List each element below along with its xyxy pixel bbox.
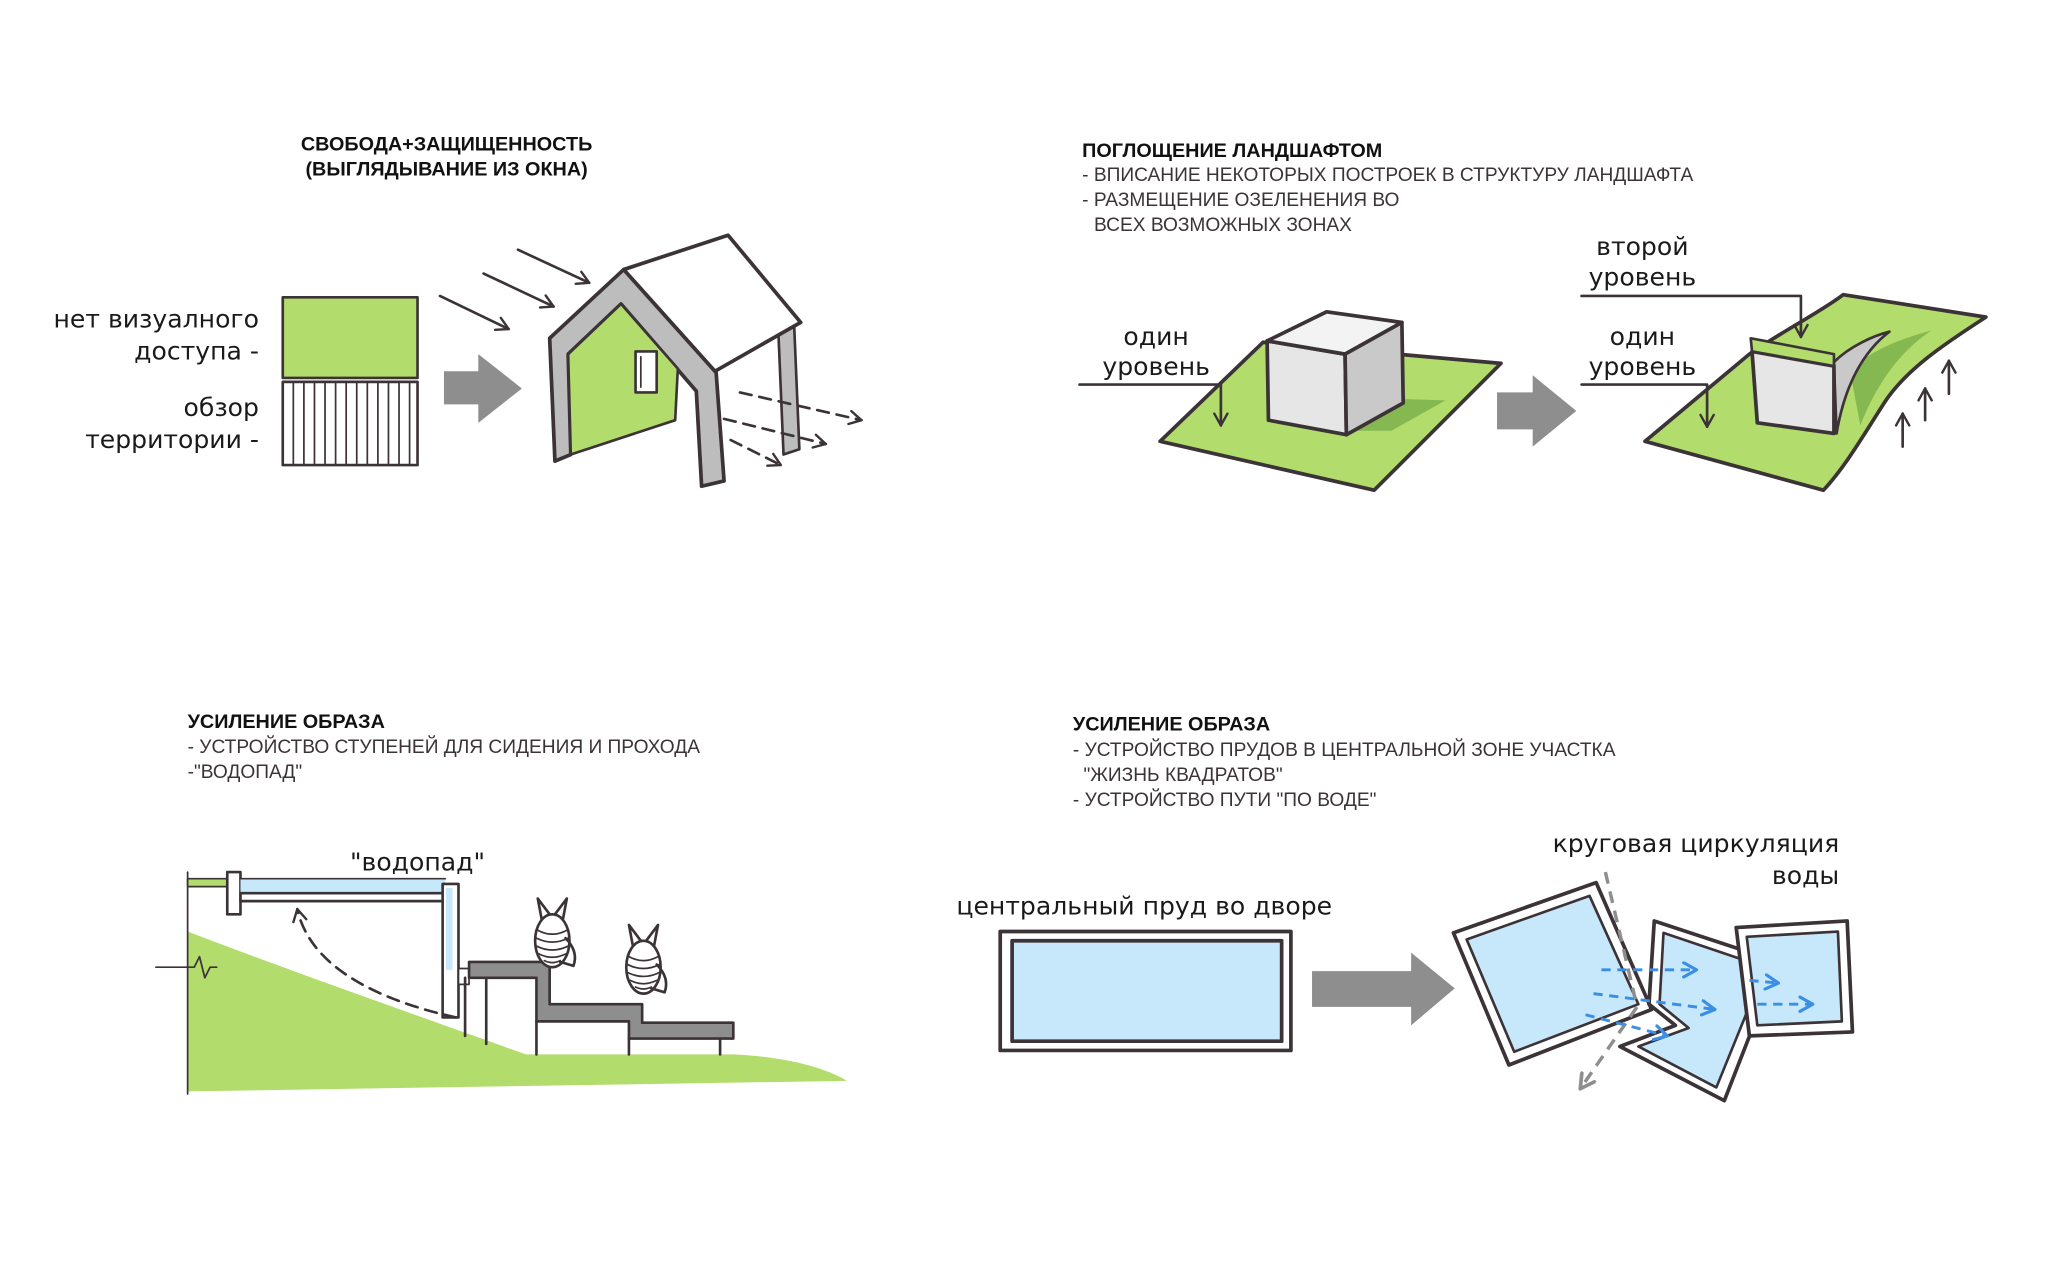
panel-landscape-point: - ВПИСАНИЕ НЕКОТОРЫХ ПОСТРОЕК В СТРУКТУР…	[1082, 165, 1693, 186]
incoming-view-arrow	[482, 272, 555, 309]
no-visual-access-label-line2: доступа -	[134, 336, 259, 365]
territory-view-label-line2: территории -	[85, 425, 259, 454]
second-level-label-line2: уровень	[1589, 262, 1697, 291]
pool-edge-post	[225, 870, 242, 916]
falling-water-strip	[445, 887, 453, 970]
panel-ponds-title: УСИЛЕНИЕ ОБРАЗА	[1073, 714, 1270, 736]
upper-ground-strip	[186, 877, 229, 888]
territory-view-label-line1: обзор	[184, 393, 259, 422]
waterfall-label: "водопад"	[350, 848, 485, 877]
panel-ponds-point: - УСТРОЙСТВО ПРУДОВ В ЦЕНТРАЛЬНОЙ ЗОНЕ У…	[1073, 739, 1616, 761]
panel-steps-point: -"ВОДОПАД"	[188, 762, 303, 783]
cube-shadow	[1347, 399, 1446, 431]
one-level-label-line2: уровень	[1102, 352, 1210, 381]
pool-bottom-slab	[239, 891, 447, 903]
central-pond-label: центральный пруд во дворе	[956, 891, 1332, 920]
large-square-pond-water	[1465, 894, 1640, 1054]
water-flow-arrow	[1593, 992, 1715, 1010]
incoming-view-arrow	[438, 294, 511, 332]
outgoing-view-arrow	[738, 391, 863, 426]
owl-figure	[533, 897, 577, 969]
building-cube-side	[1343, 320, 1406, 437]
owl-stripes	[626, 955, 661, 990]
one-level-label-line1: один	[1610, 322, 1675, 351]
panel-ponds-point: "ЖИЗНЬ КВАДРАТОВ"	[1083, 765, 1282, 786]
closed-wall-block	[281, 295, 419, 380]
transition-arrow-icon	[1497, 375, 1577, 447]
owl-ears	[536, 897, 569, 921]
building-cube-front	[1265, 339, 1349, 437]
water-flow-arrow	[1585, 1013, 1668, 1036]
slat-lines	[292, 382, 411, 466]
one-level-pointer	[1580, 383, 1715, 429]
gable-house-frame	[547, 233, 803, 489]
transition-arrow-icon	[443, 354, 522, 423]
one-level-label-line2: уровень	[1589, 352, 1697, 381]
seating-steps	[467, 960, 735, 1040]
panel-ponds: УСИЛЕНИЕ ОБРАЗА - УСТРОЙСТВО ПРУДОВ В ЦЕ…	[956, 714, 1855, 1103]
green-roof-band	[1749, 336, 1836, 368]
one-level-label-line1: один	[1123, 322, 1188, 351]
small-square-pond-water	[1745, 930, 1844, 1027]
owl-stripes	[535, 929, 570, 964]
house-window	[634, 350, 659, 394]
upper-pool-water	[240, 878, 446, 894]
central-pond-water	[1010, 938, 1284, 1044]
panel-freedom-title: СВОБОДА+ЗАЩИЩЕННОСТЬ	[301, 134, 592, 156]
front-gable-frame	[547, 267, 726, 489]
open-slatted-block	[281, 380, 419, 467]
panel-steps-point: - УСТРОЙСТВО СТУПЕНЕЙ ДЛЯ СИДЕНИЯ И ПРОХ…	[188, 736, 701, 758]
owl-body	[624, 939, 662, 995]
section-break-mark	[155, 955, 218, 979]
no-visual-access-label-line1: нет визуалного	[54, 305, 259, 334]
one-level-pointer	[1078, 383, 1229, 427]
sloped-ground-section	[187, 931, 847, 1092]
transition-arrow-icon	[1312, 952, 1455, 1026]
panel-landscape-point: ВСЕХ ВОЗМОЖНЫХ ЗОНАХ	[1094, 215, 1352, 236]
owl-body	[533, 913, 571, 969]
owl-wing	[650, 963, 668, 994]
panel-ponds-point: - УСТРОЙСТВО ПУТИ "ПО ВОДЕ"	[1073, 789, 1377, 811]
owl-ears	[627, 923, 660, 948]
curved-ramp-side	[1832, 330, 1891, 435]
panel-landscape-point: - РАЗМЕЩЕНИЕ ОЗЕЛЕНЕНИЯ ВО	[1082, 190, 1399, 211]
second-level-pointer	[1580, 294, 1809, 339]
panel-freedom-protection: СВОБОДА+ЗАЩИЩЕННОСТЬ (ВЫГЛЯДЫВАНИЕ ИЗ ОК…	[54, 134, 863, 489]
incoming-view-arrow	[516, 248, 591, 285]
panel-steps-title: УСИЛЕНИЕ ОБРАЗА	[188, 711, 385, 733]
circulation-label-line1: круговая циркуляция	[1553, 829, 1840, 858]
green-gable-wall	[566, 302, 680, 456]
water-return-arrow	[292, 907, 458, 1019]
ramp-shadow	[1849, 330, 1932, 426]
water-flow-arrow	[1749, 980, 1778, 983]
circulation-label-line2: воды	[1772, 861, 1839, 890]
panel-landscape-absorption: ПОГЛОЩЕНИЕ ЛАНДШАФТОМ - ВПИСАНИЕ НЕКОТОР…	[1078, 140, 1988, 493]
outgoing-view-arrow	[722, 417, 828, 449]
owl-figure	[624, 923, 668, 995]
panel-steps-waterfall: УСИЛЕНИЕ ОБРАЗА - УСТРОЙСТВО СТУПЕНЕЙ ДЛ…	[155, 711, 847, 1095]
panel-freedom-subtitle: (ВЫГЛЯДЫВАНИЕ ИЗ ОКНА)	[305, 159, 587, 181]
circulation-path-arrow	[1580, 871, 1639, 1089]
owl-wing	[558, 936, 577, 968]
outgoing-view-arrow	[729, 438, 783, 467]
panel-landscape-title: ПОГЛОЩЕНИЕ ЛАНДШАФТОМ	[1082, 140, 1382, 162]
second-level-label-line1: второй	[1596, 232, 1688, 261]
